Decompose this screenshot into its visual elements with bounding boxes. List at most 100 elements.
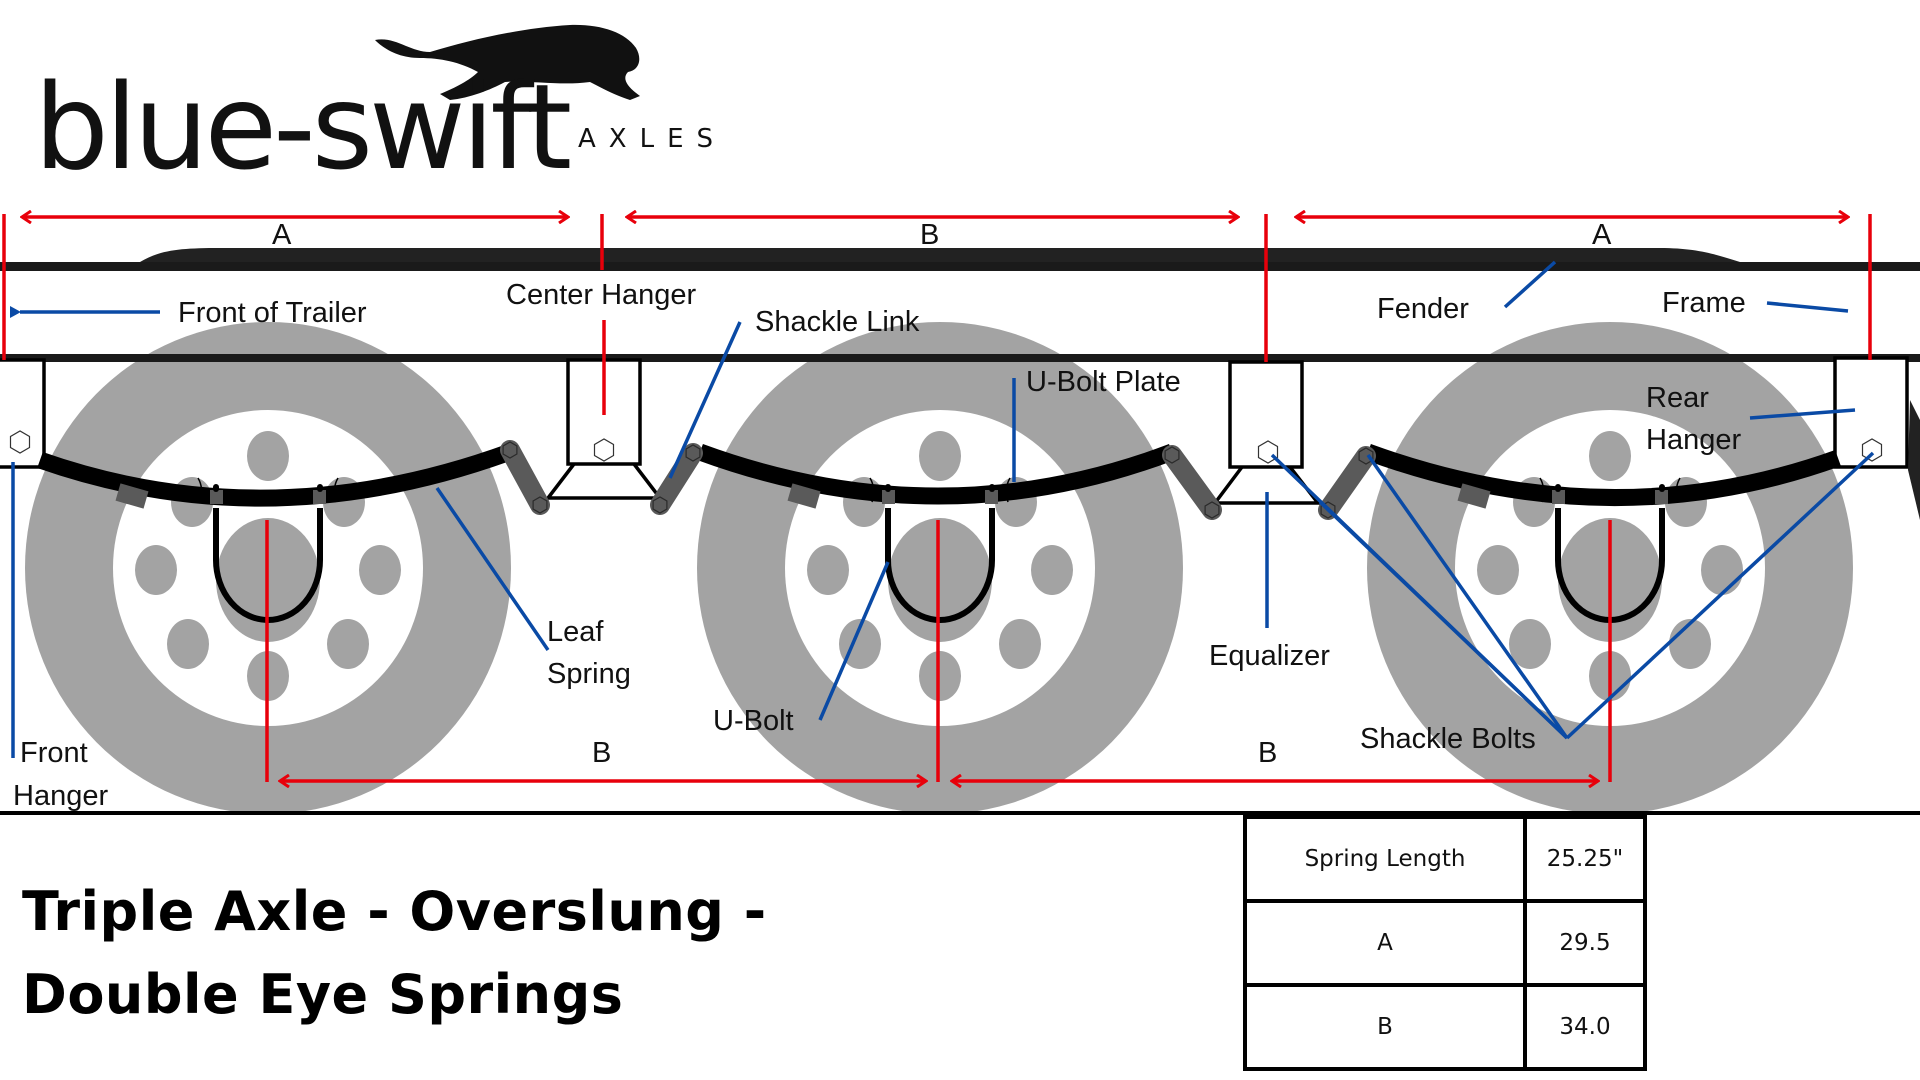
lug-hole — [359, 545, 401, 595]
spec-value: 25.25" — [1523, 815, 1647, 903]
spring-clamp — [1457, 483, 1491, 509]
spec-value: 29.5 — [1523, 899, 1647, 987]
leaf-spring — [37, 444, 513, 507]
u-bolt-stud — [1659, 484, 1665, 492]
spec-name: B — [1243, 983, 1527, 1071]
lug-hole — [1509, 619, 1551, 669]
u-bolt-plate-edge — [869, 477, 875, 503]
lug-hole — [1669, 619, 1711, 669]
hex-bolt-icon — [652, 496, 668, 514]
lug-hole — [1031, 545, 1073, 595]
label-rear-hanger-line2: Hanger — [1646, 424, 1741, 456]
hex-bolt-icon — [1358, 447, 1374, 465]
diagram-title-line2: Double Eye Springs — [22, 963, 624, 1026]
lug-hole — [1701, 545, 1743, 595]
logo: blue-swift AXLES — [34, 24, 726, 196]
logo-subtitle: AXLES — [578, 124, 726, 154]
leaf-spring-assembly — [37, 444, 513, 623]
callout-rear-hanger — [1749, 408, 1856, 420]
u-bolt-nut — [882, 490, 895, 504]
spring-clamp — [787, 483, 821, 509]
hex-bolt-icon — [1204, 501, 1220, 519]
lug-hole — [327, 619, 369, 669]
hex-bolt-icon — [532, 496, 548, 514]
section-divider — [0, 811, 1920, 815]
label-frame: Frame — [1662, 287, 1746, 319]
label-leaf-spring-line1: Leaf — [547, 616, 604, 648]
hex-bolt-icon — [502, 441, 518, 459]
callout-shackle-bolt — [1366, 453, 1569, 740]
label-u-bolt: U-Bolt — [713, 705, 794, 737]
leaf-spring — [697, 444, 1176, 505]
front-hanger — [0, 358, 46, 469]
rear-bumper — [1908, 400, 1920, 520]
label-shackle-link: Shackle Link — [755, 306, 920, 338]
logo-wordmark: blue-swift — [34, 58, 570, 196]
center-equalizer-bracket — [544, 462, 664, 500]
cheetah-icon — [375, 24, 640, 100]
shackle-link — [1162, 445, 1222, 520]
spring-clamp — [115, 483, 149, 509]
u-bolt-stud — [213, 484, 219, 492]
dim-label-bottom-b1: B — [592, 737, 611, 769]
callout-frame — [1766, 301, 1849, 313]
shackle-link — [1318, 446, 1376, 520]
callout-fender — [1503, 260, 1557, 309]
hex-bolt-icon — [9, 430, 31, 454]
callout-shackle-bolt — [1318, 500, 1569, 740]
u-bolt-stud — [1555, 484, 1561, 492]
u-bolt-nut — [313, 490, 326, 504]
hub — [888, 518, 992, 642]
lug-hole — [807, 545, 849, 595]
table-row: Spring Length 25.25" — [1243, 815, 1647, 903]
shackle-link — [500, 440, 550, 515]
spec-value: 34.0 — [1523, 983, 1647, 1071]
lug-hole — [919, 431, 961, 481]
dimension-lines — [2, 214, 1872, 782]
callout-lines — [9, 260, 1875, 758]
dim-label-bottom-b2: B — [1258, 737, 1277, 769]
u-bolt-plate-edge — [1539, 477, 1545, 503]
u-bolt-nut — [985, 490, 998, 504]
table-row: B 34.0 — [1243, 983, 1647, 1071]
hangers — [0, 356, 1909, 505]
callout-shackle-link — [668, 321, 742, 479]
frame-assembly — [0, 248, 1920, 362]
hex-bolt-icon — [685, 444, 701, 462]
lug-hole — [1477, 545, 1519, 595]
u-bolt-plate-edge — [197, 477, 203, 503]
wheels — [25, 322, 1853, 814]
leaf-springs — [37, 444, 1841, 623]
callout-leaf-spring — [435, 487, 550, 651]
u-bolt-plate-edge — [1005, 477, 1011, 503]
lug-hole — [135, 545, 177, 595]
lug-hole — [919, 651, 961, 701]
u-bolt-stud — [885, 484, 891, 492]
fender — [140, 248, 1740, 262]
dim-label-top-a1: A — [272, 219, 292, 251]
diagram-title-line1: Triple Axle - Overslung - — [22, 880, 767, 943]
label-front-hanger-line2: Hanger — [13, 780, 108, 812]
label-leaf-spring-line2: Spring — [547, 658, 631, 690]
table-row: A 29.5 — [1243, 899, 1647, 987]
u-bolt-plate-edge — [1675, 477, 1681, 503]
label-u-bolt-plate: U-Bolt Plate — [1026, 366, 1181, 398]
label-front-of-trailer: Front of Trailer — [178, 297, 367, 329]
specs-table: Spring Length 25.25" A 29.5 B 34.0 — [1243, 815, 1647, 1071]
label-shackle-bolts: Shackle Bolts — [1360, 723, 1536, 755]
rear-hanger — [1833, 356, 1909, 469]
shackle-link — [650, 443, 703, 515]
hex-bolt-icon — [1164, 446, 1180, 464]
hex-bolt-icon — [593, 438, 615, 462]
frame-top-rail — [0, 262, 1920, 271]
callout-u-bolt — [818, 561, 890, 721]
frame-bottom-rail — [0, 354, 1920, 362]
label-equalizer: Equalizer — [1209, 640, 1330, 672]
equalizer-hanger — [1228, 360, 1304, 469]
u-bolt-plate-edge — [333, 477, 339, 503]
u-bolt-nut — [210, 490, 223, 504]
u-bolt-stud — [989, 484, 995, 492]
label-center-hanger: Center Hanger — [506, 279, 697, 311]
u-bolt-stud — [317, 484, 323, 492]
